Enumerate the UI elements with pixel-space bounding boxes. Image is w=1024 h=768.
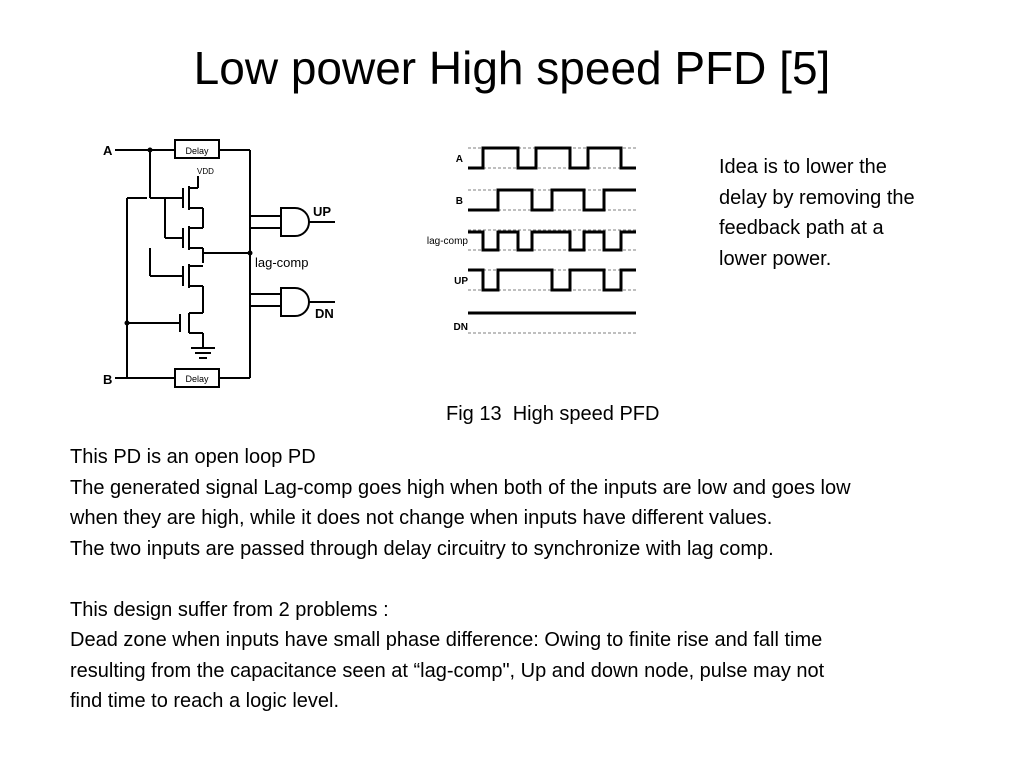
delay-bottom-label: Delay	[185, 374, 209, 384]
wave-label-a: A	[456, 154, 463, 165]
and-gate-up	[280, 207, 310, 237]
up-output-label: UP	[313, 204, 331, 219]
wave-a	[468, 146, 636, 170]
pfd-circuit-diagram: A B Delay Delay VDD lag-comp UP DN	[103, 139, 335, 388]
body-line: The generated signal Lag-comp goes high …	[70, 476, 851, 499]
body-line: resulting from the capacitance seen at “…	[70, 659, 825, 682]
slide-title: Low power High speed PFD [5]	[193, 42, 831, 94]
wave-up	[468, 268, 636, 292]
body-line: This design suffer from 2 problems :	[70, 598, 389, 621]
lag-comp-label: lag-comp	[255, 255, 308, 270]
circuit-label-a: A	[103, 143, 113, 158]
and-gate-dn	[280, 287, 310, 317]
circuit-label-b: B	[103, 372, 112, 387]
wave-label-lag-comp: lag-comp	[427, 236, 469, 247]
body-line: Dead zone when inputs have small phase d…	[70, 629, 823, 651]
wave-lag-comp	[468, 230, 636, 252]
wave-b	[468, 188, 636, 212]
body-line	[70, 564, 1000, 595]
wave-label-dn: DN	[454, 322, 468, 333]
timing-waveforms: A B lag-comp UP DN	[427, 146, 636, 334]
side-note: Idea is to lower the delay by removing t…	[719, 152, 989, 274]
side-note-line: lower power.	[719, 247, 832, 270]
body-line: This PD is an open loop PD	[70, 446, 316, 468]
body-text: This PD is an open loop PD The generated…	[70, 442, 1000, 717]
wave-label-b: B	[456, 196, 463, 207]
body-line: The two inputs are passed through delay …	[70, 537, 774, 560]
wave-label-up: UP	[454, 276, 468, 287]
side-note-line: delay by removing the	[719, 186, 915, 209]
side-note-line: feedback path at a	[719, 217, 884, 239]
figure-caption: Fig 13 High speed PFD	[446, 403, 660, 425]
body-line: when they are high, while it does not ch…	[70, 507, 773, 529]
body-line: find time to reach a logic level.	[70, 690, 340, 712]
dn-output-label: DN	[315, 306, 334, 321]
side-note-line: Idea is to lower the	[719, 156, 887, 178]
delay-top-label: Delay	[185, 146, 209, 156]
vdd-label: VDD	[197, 167, 214, 176]
